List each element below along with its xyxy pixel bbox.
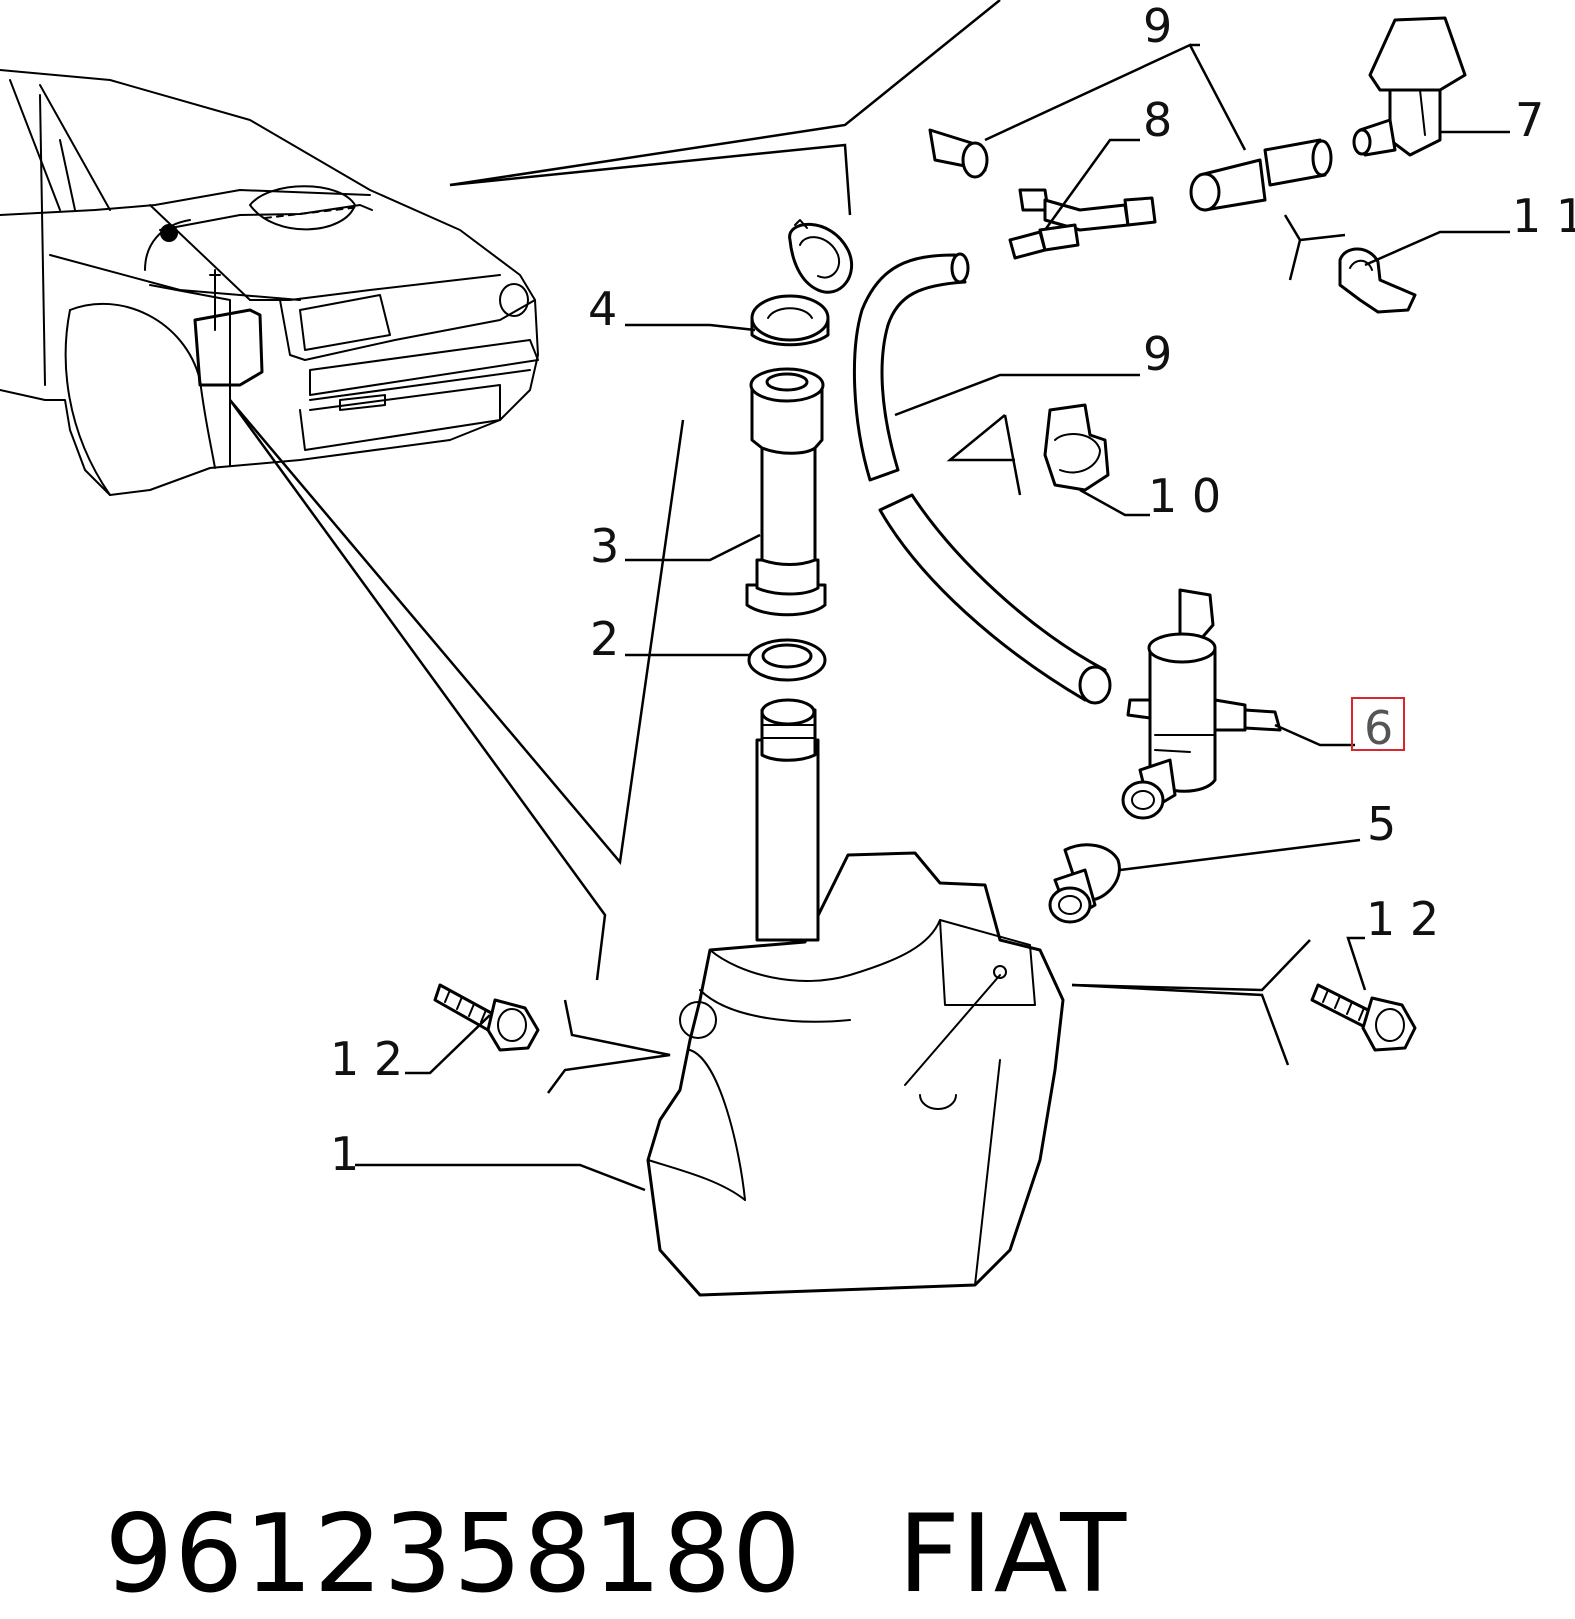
leader-lines [228,0,1346,1094]
callout-12-right: 1 2 [1366,892,1439,946]
callout-6-highlight [1351,697,1405,751]
callout-5: 5 [1367,797,1396,851]
washer-hose-lower [878,493,1112,705]
washer-hose-upper [852,252,970,482]
callout-2: 2 [590,612,619,666]
callout-11: 1 1 [1512,189,1575,243]
filler-cap [750,219,854,347]
screw-right [1310,983,1417,1052]
hose-t-piece [1189,138,1333,212]
screw-left [433,983,540,1052]
part-number: 9612358180 [104,1491,802,1617]
hose-clip [1043,403,1110,492]
callout-7: 7 [1515,93,1544,147]
callout-6: 6 [1364,701,1393,755]
callout-8: 8 [1143,93,1172,147]
parts-diagram: 1 2 3 4 5 6 7 8 9 9 1 0 1 1 1 2 1 2 [0,0,1575,1297]
washer-reservoir [646,851,1065,1297]
callout-12-left: 1 2 [330,1032,403,1086]
callout-4: 4 [588,282,617,336]
brand-name: FIAT [897,1491,1128,1617]
seal-ring [747,638,827,682]
hose-connector [1008,188,1157,260]
hose-piece-left [928,128,989,179]
callout-9-top: 9 [1143,0,1172,53]
callout-10: 1 0 [1148,469,1221,523]
part-caption: 9612358180 FIAT [34,1360,1127,1619]
callout-leaders [355,43,1510,1192]
washer-pump [1121,588,1282,820]
grommet [1048,843,1121,924]
filler-pipe [745,367,827,617]
callout-3: 3 [590,519,619,573]
callout-1: 1 [330,1127,359,1181]
filler-neck-lower [755,698,820,942]
car-front-illustration [0,69,539,496]
washer-nozzle [1352,16,1467,157]
callout-9-hose: 9 [1143,327,1172,381]
callout-labels: 1 2 3 4 5 6 7 8 9 9 1 0 1 1 1 2 1 2 [330,0,1575,1181]
